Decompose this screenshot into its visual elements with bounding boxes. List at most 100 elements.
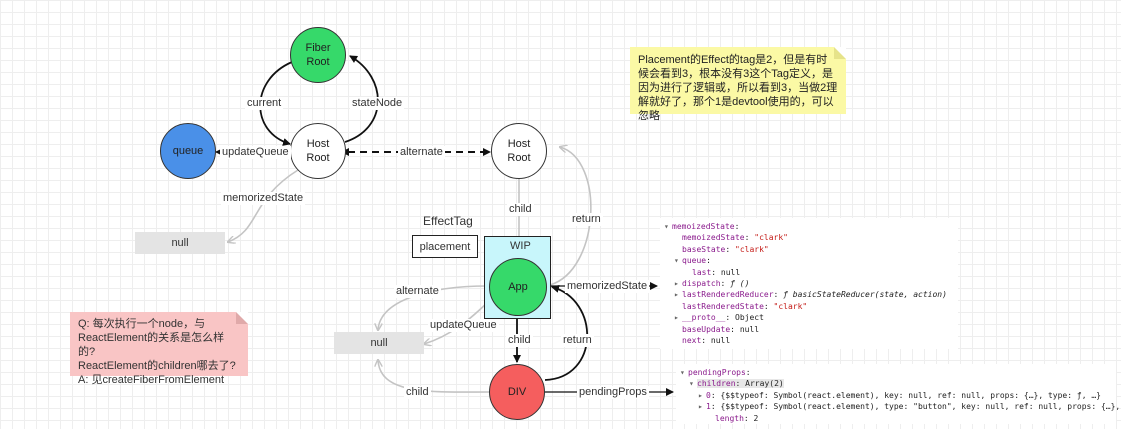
note-pink-line-2: ReactElement的关系是怎么样的? <box>78 332 225 358</box>
null-box-top-label: null <box>171 237 189 249</box>
memoized-state-line: baseUpdate: null <box>682 324 760 334</box>
null-box-top: null <box>135 232 225 254</box>
memoized-state-key: last <box>692 267 712 277</box>
app-node[interactable]: App <box>489 258 547 316</box>
collapse-arrow-icon[interactable]: ▸ <box>698 390 703 400</box>
label-state-node: stateNode <box>350 97 405 110</box>
queue-node[interactable]: queue <box>160 123 216 179</box>
memoized-state-value: "clark" <box>754 233 788 243</box>
memoized-state-line[interactable]: ▸lastRenderedReducer: ƒ basicStateReduce… <box>674 290 947 300</box>
memoized-state-panel: ▾memoizedState: memoizedState: "clark"ba… <box>660 218 958 349</box>
memoized-state-value: null <box>739 324 760 334</box>
host-root-left-node[interactable]: Host Root <box>290 123 346 179</box>
memoized-state-key: memoizedState <box>672 222 735 231</box>
pending-props-line[interactable]: ▾children: Array(2) <box>689 379 784 389</box>
memoized-state-line: next: null <box>682 336 731 346</box>
label-alternate-top: alternate <box>398 146 445 159</box>
expand-arrow-icon[interactable]: ▾ <box>680 368 685 377</box>
pending-props-key: 1 <box>706 402 711 412</box>
queue-label: queue <box>172 145 204 157</box>
label-alternate-mid: alternate <box>394 285 441 298</box>
pending-props-value: {$$typeof: Symbol(react.element), type: … <box>720 402 1121 412</box>
memoized-state-value: ƒ basicStateReducer(state, action) <box>783 290 947 300</box>
memoized-state-line[interactable]: ▾queue: <box>674 256 716 266</box>
label-child-bottom: child <box>404 386 431 399</box>
memoized-state-line: baseState: "clark" <box>682 244 769 254</box>
fiber-root-label: Fiber Root <box>305 42 331 68</box>
expand-arrow-icon[interactable]: ▾ <box>674 256 679 266</box>
collapse-arrow-icon[interactable]: ▸ <box>674 279 679 289</box>
memoized-state-value: Object <box>735 313 764 323</box>
label-child-mid: child <box>506 334 533 347</box>
collapse-arrow-icon[interactable]: ▸ <box>674 313 679 323</box>
div-node[interactable]: DIV <box>489 364 545 420</box>
note-pink-line-3: ReactElement的children哪去了? <box>78 360 236 372</box>
host-root-right-node[interactable]: Host Root <box>491 123 547 179</box>
placement-box: placement <box>412 235 478 258</box>
memoized-state-line[interactable]: ▾memoizedState: <box>664 222 745 231</box>
effect-tag-label: EffectTag <box>423 214 473 228</box>
collapse-arrow-icon[interactable]: ▸ <box>674 290 679 300</box>
memoized-state-line: last: null <box>692 267 741 277</box>
memoized-state-line[interactable]: ▸dispatch: ƒ () <box>674 279 750 289</box>
memoized-state-key: queue <box>682 256 707 266</box>
memoized-state-key: baseState <box>682 244 726 254</box>
label-return-top: return <box>570 213 603 226</box>
div-label: DIV <box>507 386 527 398</box>
label-memorized-state-mid: memorizedState <box>565 280 650 293</box>
label-child-top: child <box>507 203 534 216</box>
pending-props-key: 0 <box>706 390 711 400</box>
memoized-state-key: lastRenderedState <box>682 301 764 311</box>
pending-props-value: {$$typeof: Symbol(react.element), key: n… <box>720 390 1101 400</box>
memoized-state-key: lastRenderedReducer <box>682 290 774 300</box>
memoized-state-value: null <box>720 267 741 277</box>
memoized-state-key: memoizedState <box>682 233 745 243</box>
host-root-left-label: Host Root <box>306 138 330 164</box>
host-root-right-label: Host Root <box>507 138 531 164</box>
pending-props-line[interactable]: ▸0: {$$typeof: Symbol(react.element), ke… <box>698 390 1101 400</box>
label-update-queue-mid: updateQueue <box>428 319 499 332</box>
pending-props-key: children <box>697 379 736 389</box>
pending-props-key: length <box>715 413 744 423</box>
memoized-state-line[interactable]: ▸__proto__: Object <box>674 313 764 323</box>
pending-props-line: length: 2 <box>715 413 759 423</box>
note-pink-line-1: Q: 每次执行一个node，与 <box>78 318 206 330</box>
collapse-arrow-icon[interactable]: ▸ <box>698 402 703 412</box>
expand-arrow-icon[interactable]: ▾ <box>664 222 669 231</box>
note-yellow: Placement的Effect的tag是2，但是有时候会看到3，根本没有3这个… <box>630 47 846 122</box>
pending-props-line[interactable]: ▸1: {$$typeof: Symbol(react.element), ty… <box>680 401 1120 412</box>
fiber-root-node[interactable]: Fiber Root <box>290 27 346 83</box>
memoized-state-value: null <box>710 336 731 346</box>
null-box-mid: null <box>334 332 424 354</box>
note-pink-line-4: A: 见createFiberFromElement <box>78 374 225 386</box>
memoized-state-key: __proto__ <box>682 313 726 323</box>
pending-props-line[interactable]: ▾pendingProps: <box>680 368 756 377</box>
memoized-state-value: "clark" <box>773 301 808 311</box>
label-return-mid: return <box>561 334 594 347</box>
memoized-state-key: dispatch <box>682 279 721 289</box>
pending-props-key: pendingProps <box>688 368 746 377</box>
edge-memorized-state-top <box>228 169 299 242</box>
null-box-mid-label: null <box>370 337 388 349</box>
label-pending-props: pendingProps <box>577 386 649 399</box>
memoized-state-key: baseUpdate <box>682 324 731 334</box>
note-pink-fold <box>236 312 248 324</box>
pending-props-value: 2 <box>753 413 759 423</box>
pending-props-panel: ▾pendingProps: ▾children: Array(2)▸0: {$… <box>676 364 1120 424</box>
wip-label: WIP <box>510 240 531 252</box>
app-label: App <box>508 281 528 293</box>
label-current: current <box>245 97 284 110</box>
memoized-state-key: next <box>682 336 702 346</box>
memoized-state-line: lastRenderedState: "clark" <box>682 301 808 311</box>
label-update-queue-top: updateQueue <box>220 146 291 159</box>
label-memorized-state-top: memorizedState <box>221 192 306 205</box>
edge-child-bottom <box>378 360 491 393</box>
note-pink: Q: 每次执行一个node，与 ReactElement的关系是怎么样的? Re… <box>70 312 248 386</box>
memoized-state-value: "clark" <box>735 244 769 254</box>
note-yellow-fold <box>834 47 846 59</box>
pending-props-value: Array(2) <box>745 379 784 389</box>
note-yellow-text: Placement的Effect的tag是2，但是有时候会看到3，根本没有3这个… <box>638 54 838 122</box>
placement-label: placement <box>419 240 471 253</box>
expand-arrow-icon[interactable]: ▾ <box>689 379 694 389</box>
memoized-state-value: ƒ () <box>730 279 750 289</box>
